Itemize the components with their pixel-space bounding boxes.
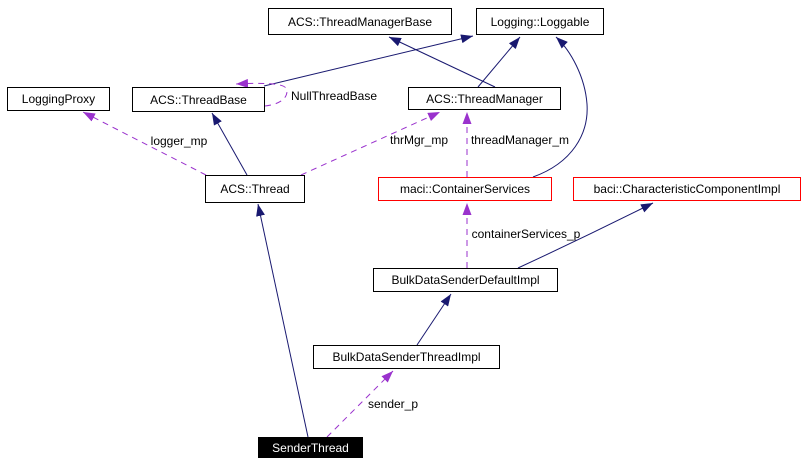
edge-thread-to-thread-manager	[300, 111, 441, 176]
edge-thread-to-logging-proxy	[82, 111, 207, 176]
edge-thread-manager-to-loggable	[477, 36, 521, 88]
node-acs-thread-manager-base[interactable]: ACS::ThreadManagerBase	[268, 8, 452, 35]
node-acs-thread-base[interactable]: ACS::ThreadBase	[132, 87, 265, 112]
node-bulk-data-sender-default-impl[interactable]: BulkDataSenderDefaultImpl	[373, 268, 558, 292]
edge-thread-base-to-loggable	[263, 34, 474, 87]
edge-thread-manager-to-thread-manager-base	[388, 36, 496, 88]
node-acs-thread-manager[interactable]: ACS::ThreadManager	[408, 87, 561, 110]
edge-label-container-services-p: containerServices_p	[471, 227, 581, 241]
node-baci-characteristic-component-impl: baci::CharacteristicComponentImpl	[573, 177, 801, 201]
edge-label-thread-manager-m: threadManager_m	[470, 133, 570, 147]
node-logging-loggable[interactable]: Logging::Loggable	[476, 8, 604, 35]
edge-sender-thread-to-bulk-thread-impl	[326, 370, 394, 438]
edge-label-logger-mp: logger_mp	[150, 134, 208, 148]
node-maci-container-services: maci::ContainerServices	[378, 177, 552, 201]
edge-bulk-default-impl-to-characteristic-component-impl	[517, 202, 654, 269]
edge-label-null-thread-base: NullThreadBase	[290, 89, 378, 103]
edge-container-services-to-loggable	[532, 36, 588, 178]
node-logging-proxy[interactable]: LoggingProxy	[7, 87, 110, 111]
edge-thread-to-thread-base	[211, 112, 248, 176]
edge-sender-thread-to-thread	[256, 203, 309, 438]
node-sender-thread: SenderThread	[258, 437, 363, 458]
edge-bulk-thread-impl-to-bulk-default-impl	[416, 293, 452, 346]
edge-label-thrmgr-mp: thrMgr_mp	[389, 133, 449, 147]
node-acs-thread[interactable]: ACS::Thread	[205, 175, 305, 203]
edge-thread-base-self-loop	[235, 78, 288, 107]
node-bulk-data-sender-thread-impl[interactable]: BulkDataSenderThreadImpl	[313, 345, 500, 369]
edge-label-sender-p: sender_p	[367, 397, 419, 411]
